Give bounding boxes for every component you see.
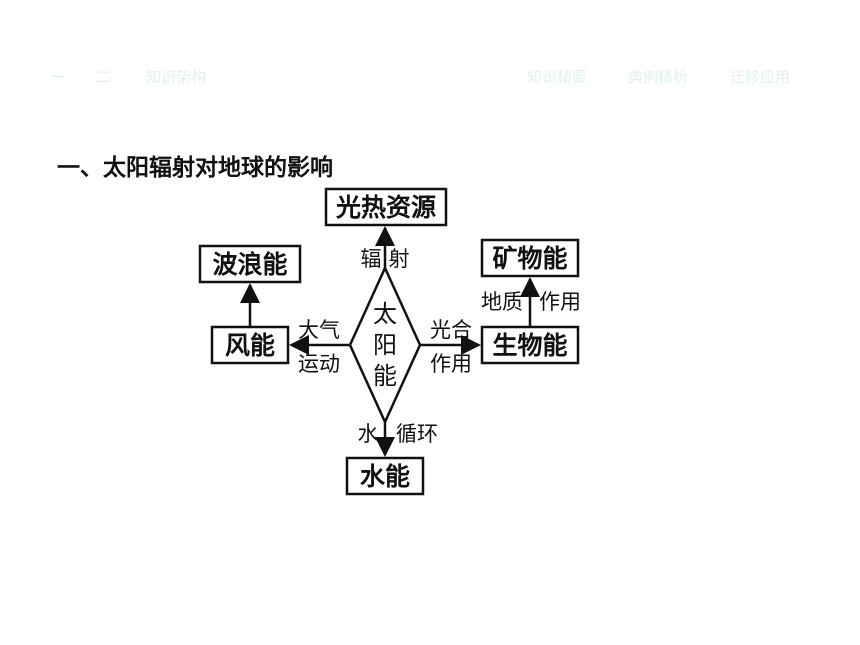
center-char-2: 阳 [373, 331, 397, 359]
node-box-wave [198, 244, 302, 284]
label-atmosphere-1: 大气 [298, 318, 340, 342]
label-radiation-1: 辐 [361, 247, 382, 271]
nav-item-example-analysis[interactable]: 典例精析 [628, 68, 689, 86]
node-box-bio [480, 325, 580, 365]
node-water: 水能 [360, 462, 410, 491]
label-photosynthesis-2: 作用 [430, 352, 472, 376]
center-char-3: 能 [373, 362, 397, 390]
label-geology-2: 作用 [539, 290, 581, 314]
nav-item-knowledge-structure[interactable]: 知识架构 [146, 68, 207, 86]
top-nav: 一 二 知识架构 知识精要 典例精析 迁移应用 [0, 66, 860, 92]
node-box-mineral [480, 238, 580, 278]
nav-item-transfer-application[interactable]: 迁移应用 [730, 68, 791, 86]
node-box-wind [210, 325, 290, 365]
nav-item-knowledge-essentials[interactable]: 知识精要 [527, 68, 588, 86]
center-char-1: 太 [373, 300, 397, 328]
node-light-heat: 光热资源 [335, 193, 436, 222]
label-photosynthesis-1: 光合 [430, 318, 472, 342]
label-radiation-2: 射 [389, 247, 410, 271]
nav-item-2[interactable]: 二 [96, 68, 112, 86]
node-wave: 波浪能 [212, 250, 287, 279]
node-wind: 风能 [225, 331, 275, 360]
node-box-water [345, 456, 425, 496]
label-atmosphere-2: 运动 [298, 352, 340, 376]
label-water-cycle-2: 循环 [396, 422, 438, 446]
section-title: 一、太阳辐射对地球的影响 [57, 155, 333, 181]
node-box-light-heat [324, 187, 448, 227]
label-water-cycle-1: 水 [358, 422, 379, 446]
node-bio: 生物能 [492, 331, 567, 360]
label-geology-1: 地质 [481, 290, 523, 314]
node-mineral: 矿物能 [492, 244, 567, 273]
nav-item-1[interactable]: 一 [50, 68, 66, 86]
